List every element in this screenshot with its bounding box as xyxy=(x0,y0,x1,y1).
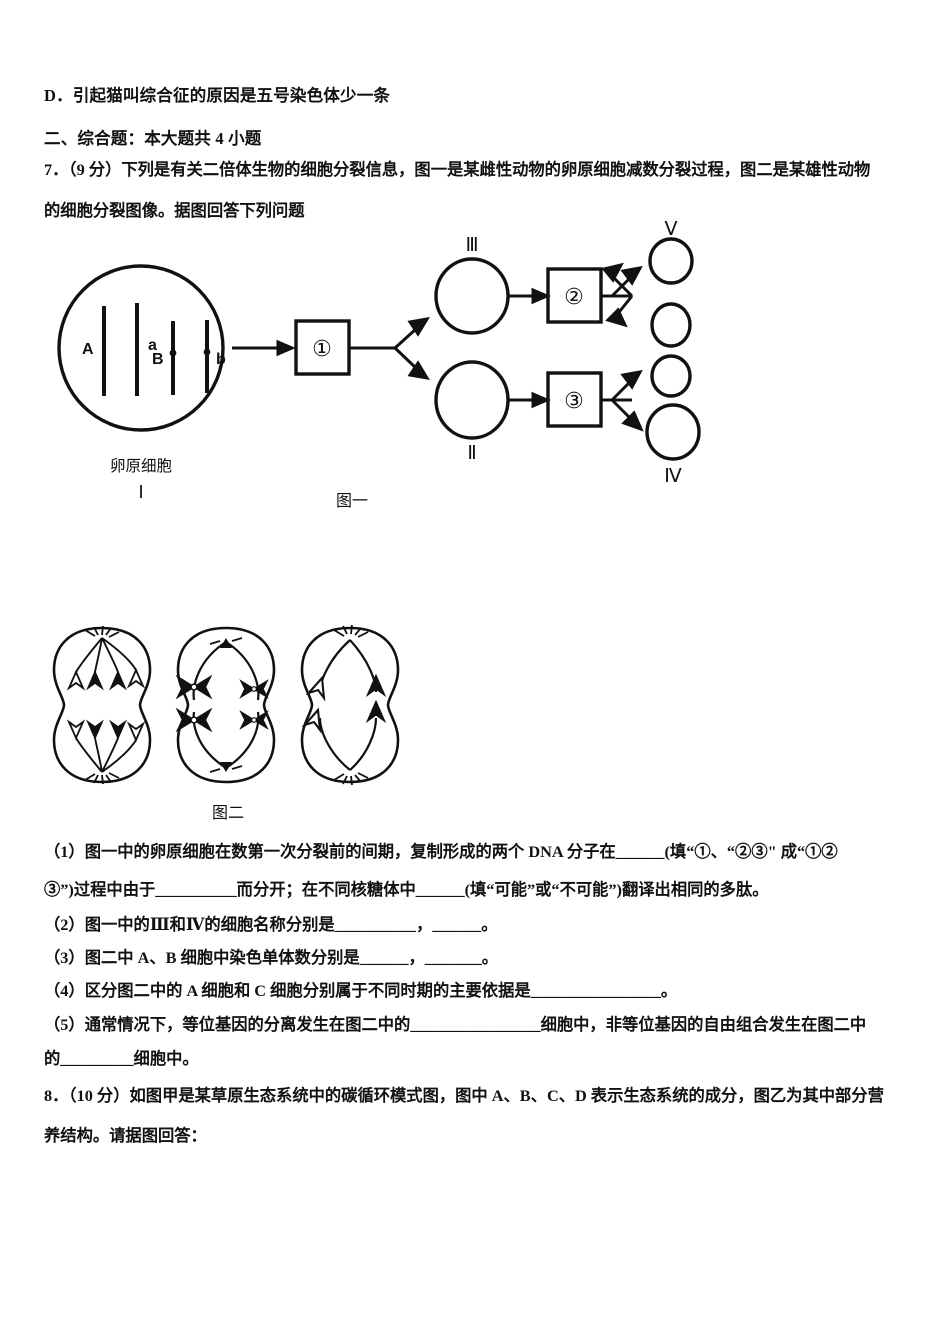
figure-two-caption: 图二 xyxy=(212,805,244,822)
sub-question-5-line-1: （5）通常情况下，等位基因的分离发生在图二中的________________细… xyxy=(44,1015,867,1034)
process-box-3: ③ xyxy=(546,371,603,428)
process-box-1-label: ① xyxy=(312,337,332,362)
cell-A-outline xyxy=(52,626,152,784)
question-8-stem-line-2: 养结构。请据图回答： xyxy=(44,1126,207,1145)
cell-IV-shape xyxy=(645,403,701,461)
sub-question-2-line-1: （2）图一中的Ⅲ和Ⅳ的细胞名称分别是__________，______。 xyxy=(44,915,498,934)
cell-B-spindle-right-top xyxy=(225,641,260,701)
cell-B-spindle-left-bottom xyxy=(192,711,227,769)
question-8-marks: （10 分） xyxy=(68,1086,130,1105)
cell-B-pole-bottom-dot xyxy=(220,762,232,772)
cell-A-pole-bottom xyxy=(84,772,120,785)
cell-B-outline xyxy=(176,626,276,784)
cell-III-shape xyxy=(434,257,510,335)
oogonium-cell xyxy=(57,264,225,432)
cell-III-label: Ⅲ xyxy=(465,235,478,256)
figure-two-graphic: 图二 xyxy=(52,624,400,822)
cell-polar-body-1 xyxy=(650,302,692,348)
process-box-3-label: ③ xyxy=(564,389,584,414)
centromere-b-dot xyxy=(203,348,211,356)
cell-V-label: Ⅴ xyxy=(665,219,678,240)
question-8-stem-line-1: 8．（10 分）如图甲是某草原生态系统中的碳循环模式图，图中 A、B、C、D 表… xyxy=(44,1084,920,1108)
cell-IV-label: Ⅳ xyxy=(664,466,682,487)
figure-one-caption: 图一 xyxy=(336,493,368,510)
question-8-text-1: 如图甲是某草原生态系统中的碳循环模式图，图中 A、B、C、D 表示生态系统的成分… xyxy=(129,1086,884,1105)
option-d: D．引起猫叫综合征的原因是五号染色体少一条 xyxy=(44,84,390,109)
cell-B-chromosomes xyxy=(176,676,268,731)
cell-II-shape xyxy=(434,360,510,440)
centromere-B-dot xyxy=(169,349,177,357)
sub-question-1-line-2: ③”)过程中由于__________而分开；在不同核糖体中______(填“可能… xyxy=(44,880,769,899)
figure-two-cell-C xyxy=(300,624,400,786)
cell-B-spindle-right-bottom xyxy=(225,711,260,769)
arrow-to-cell-II xyxy=(393,346,419,371)
cell-B-pole-top-dot xyxy=(220,638,232,648)
cell-A-pole-top xyxy=(84,625,120,638)
question-7-text-1: 下列是有关二倍体生物的细胞分裂信息，图一是某雌性动物的卵原细胞减数分裂过程，图二… xyxy=(121,160,871,179)
cell-II-label: Ⅱ xyxy=(467,443,476,464)
cell-C-outline xyxy=(300,626,400,784)
figure-one: A a B b ① xyxy=(40,219,740,518)
question-7-marks: （9 分） xyxy=(68,160,122,179)
cell-C-chromosomes xyxy=(303,674,385,732)
sub-question-3-line-1: （3）图二中 A、B 细胞中染色单体数分别是______，_______。 xyxy=(44,948,499,967)
question-7-stem-line-2: 的细胞分裂图像。据图回答下列问题 xyxy=(44,201,305,220)
section-heading: 二、综合题：本大题共 4 小题 xyxy=(44,129,262,148)
option-d-text: 引起猫叫综合征的原因是五号染色体少一条 xyxy=(72,86,391,105)
cell-V-shape xyxy=(648,237,694,285)
gene-label-a: a xyxy=(148,337,157,354)
cell-A-chromosomes-bottom xyxy=(68,721,144,741)
cell-C-pole-top xyxy=(333,624,369,638)
question-7-number: 7． xyxy=(44,160,69,179)
cell-B-spindle-left-top xyxy=(192,641,227,701)
gene-label-b: b xyxy=(216,351,226,368)
figure-two: 图二 xyxy=(40,620,440,835)
question-8-number: 8． xyxy=(44,1086,69,1105)
process-box-1: ① xyxy=(294,319,351,376)
figure-two-cell-A xyxy=(52,625,152,785)
question-7-stem-line-1: 7．（9 分）下列是有关二倍体生物的细胞分裂信息，图一是某雌性动物的卵原细胞减数… xyxy=(44,158,920,182)
figure-two-cell-B xyxy=(176,626,276,784)
cell-C-pole-bottom xyxy=(333,772,369,786)
process-box-2: ② xyxy=(546,267,603,324)
gene-label-A: A xyxy=(82,341,94,358)
oogonium-roman-label: Ⅰ xyxy=(138,482,143,502)
option-d-letter: D． xyxy=(44,86,73,105)
gene-label-B: B xyxy=(152,351,164,368)
arrow-to-cell-III xyxy=(393,326,419,350)
oogonium-label: 卵原细胞 xyxy=(110,457,172,475)
cell-polar-body-2 xyxy=(650,354,692,398)
sub-question-1-line-1: （1）图一中的卵原细胞在数第一次分裂前的间期，复制形成的两个 DNA 分子在__… xyxy=(44,842,838,861)
process-box-2-label: ② xyxy=(564,285,584,310)
sub-question-4-line-1: （4）区分图二中的 A 细胞和 C 细胞分别属于不同时期的主要依据是______… xyxy=(44,981,678,1000)
cell-A-chromosomes-top xyxy=(68,669,144,689)
figure-one-graphic: A a B b ① xyxy=(57,219,701,510)
sub-question-5-line-2: 的_________细胞中。 xyxy=(44,1049,199,1068)
